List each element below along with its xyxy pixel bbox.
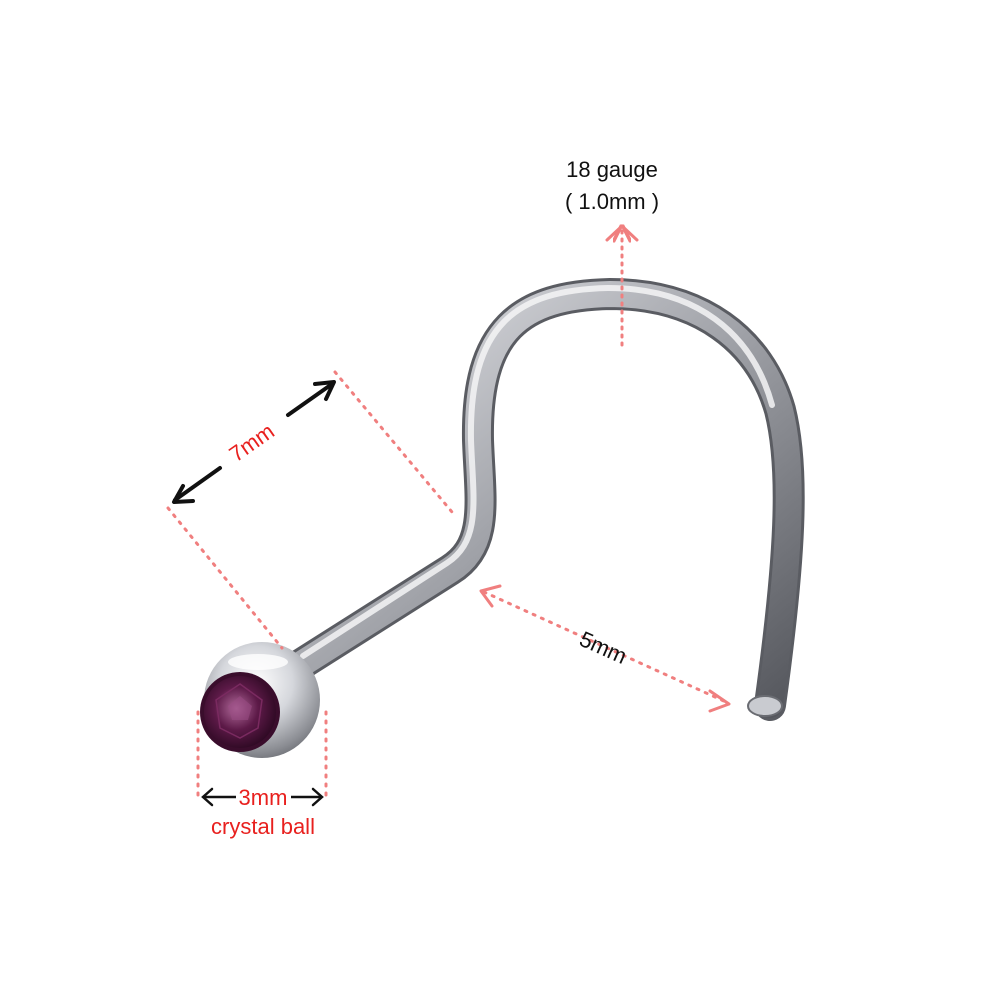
length-7mm-dimension: 7mm (166, 370, 454, 650)
length-5mm-label: 5mm (576, 626, 631, 669)
ball-size-label: 3mm (239, 785, 288, 810)
crystal-ball (200, 642, 320, 758)
ball-size-dimension: 3mm crystal ball (196, 710, 328, 839)
length-5mm-dimension: 5mm (479, 584, 731, 713)
length-7mm-label: 7mm (225, 418, 279, 467)
gauge-dimension: 18 gauge ( 1.0mm ) (565, 157, 659, 347)
wire-tip (747, 695, 783, 717)
ball-caption-label: crystal ball (211, 814, 315, 839)
gauge-mm-label: ( 1.0mm ) (565, 189, 659, 214)
gauge-label: 18 gauge (566, 157, 658, 182)
screw-wire (284, 278, 805, 721)
